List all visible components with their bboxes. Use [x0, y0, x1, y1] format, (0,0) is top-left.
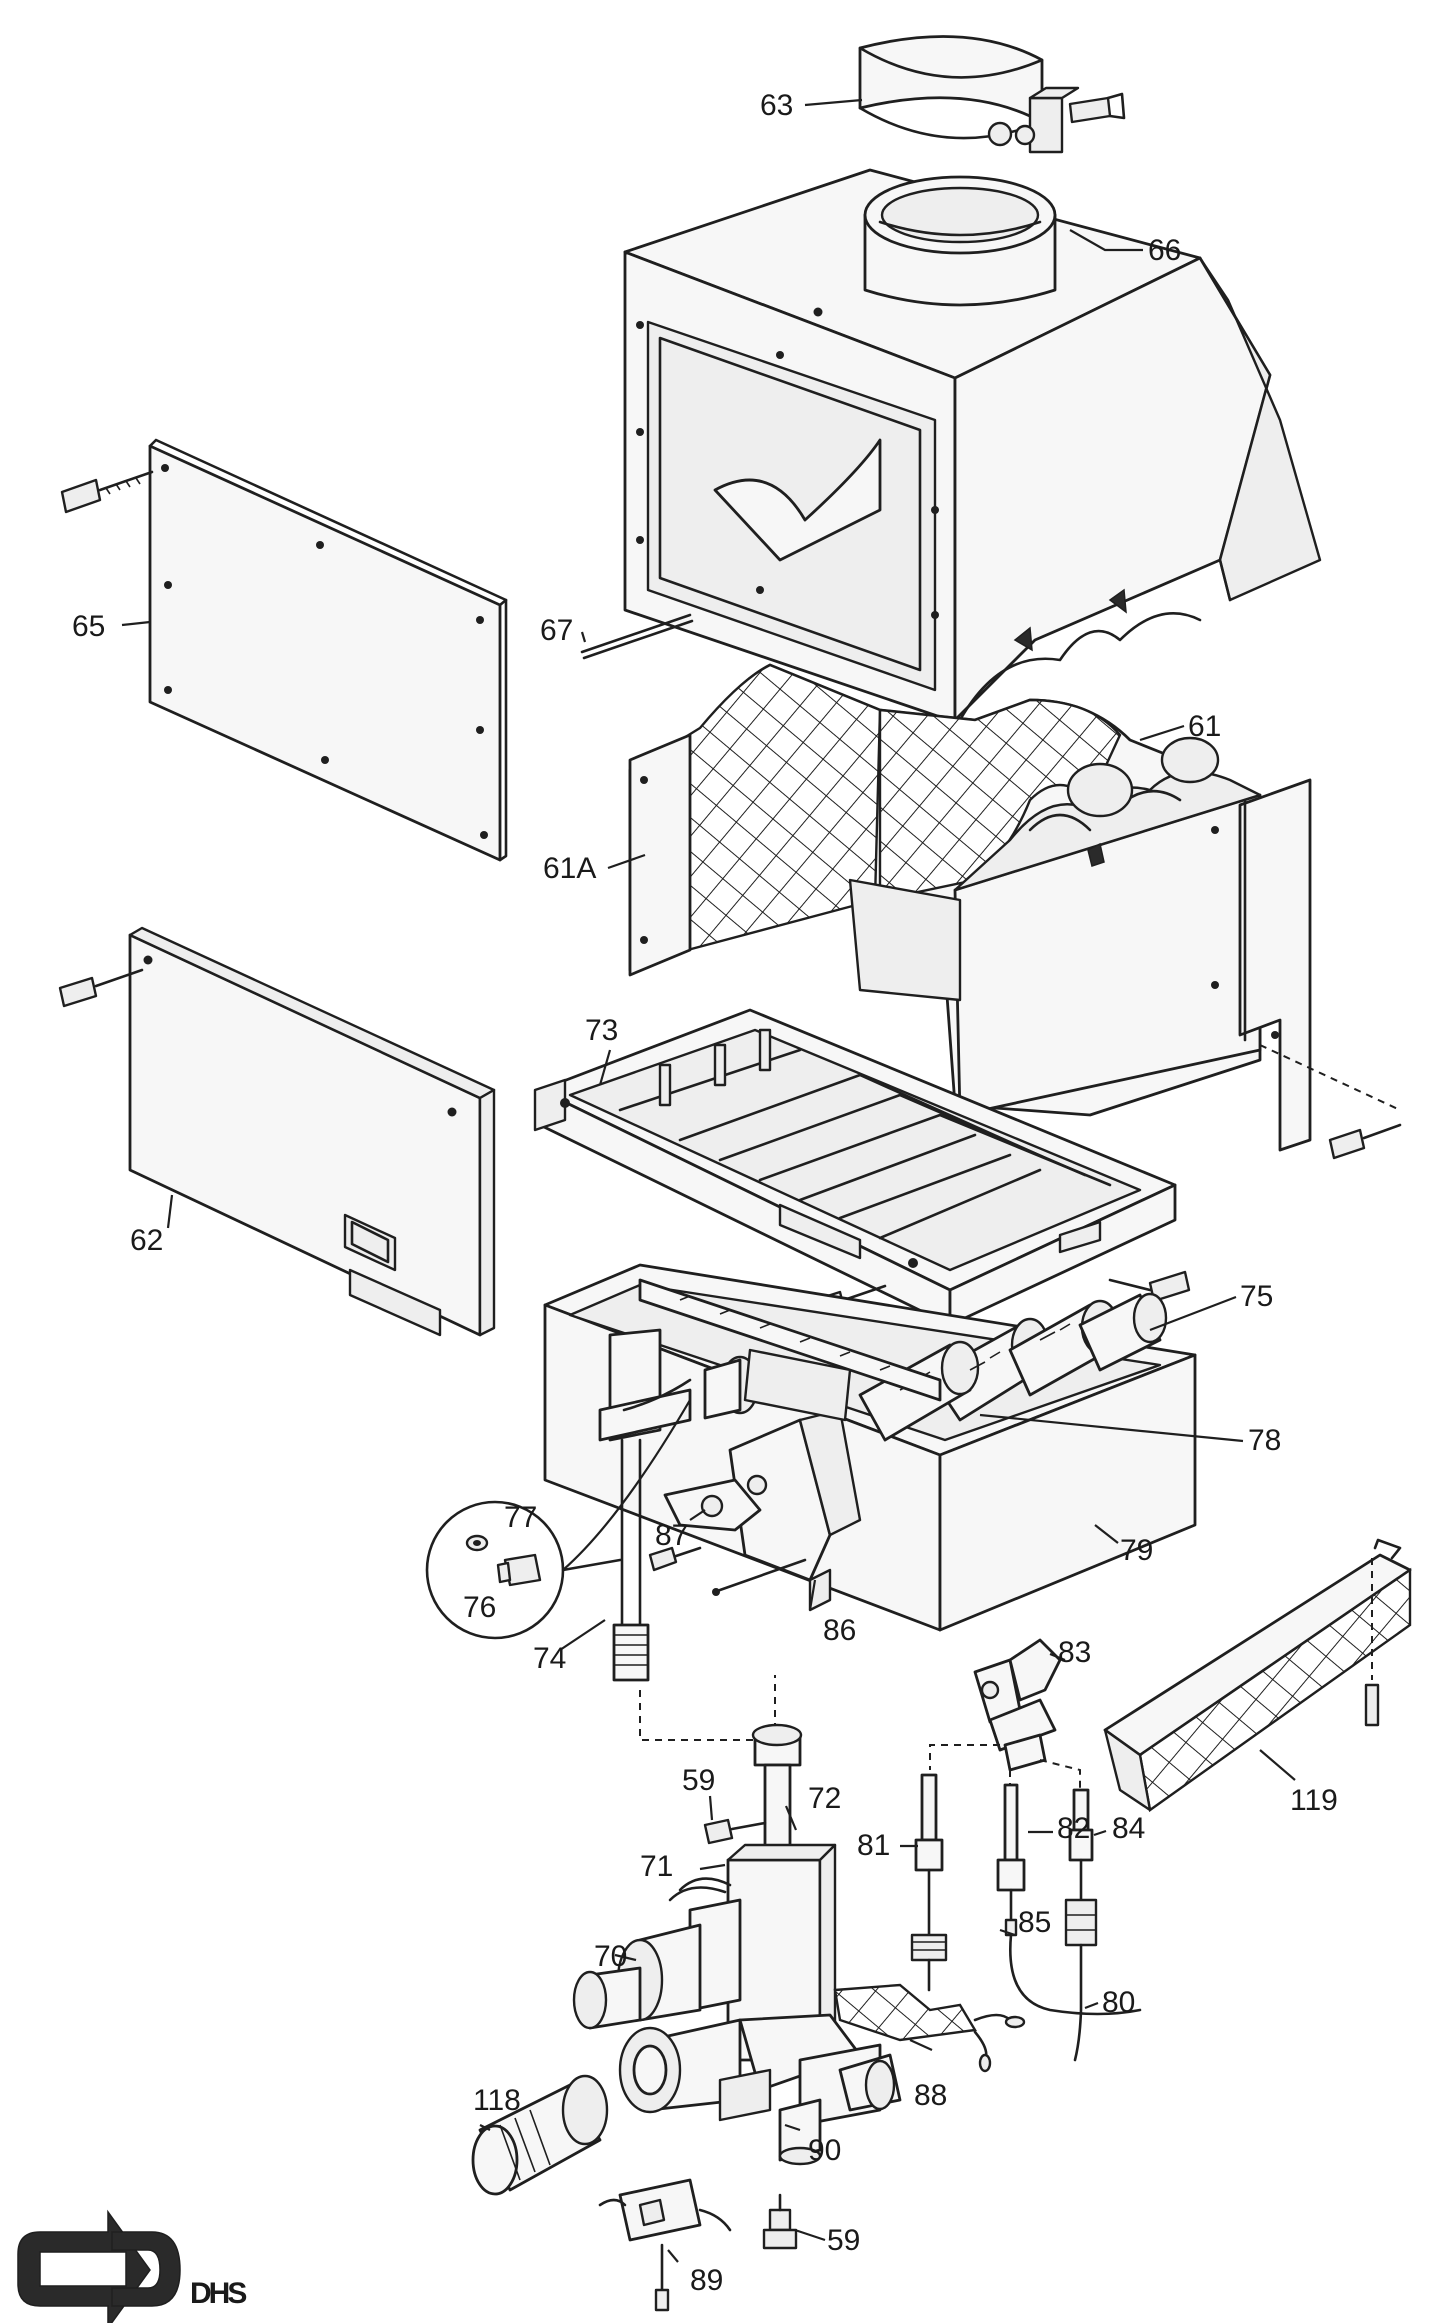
burner-tray-73	[533, 1008, 1191, 1327]
front-cover-62	[58, 926, 496, 1337]
part-labels: 63 66 65 67 61 61A 73 62 75 78 79 77 76 …	[72, 89, 1338, 2297]
label-86: 86	[823, 1614, 856, 1647]
dhs-logo: DHS	[17, 2209, 249, 2323]
label-71: 71	[640, 1850, 673, 1883]
pilot-injector-84	[1064, 1788, 1098, 2062]
label-59-upper: 59	[682, 1764, 715, 1797]
label-59-lower: 59	[827, 2224, 860, 2257]
label-65: 65	[72, 610, 105, 643]
label-62: 62	[130, 1224, 163, 1257]
leader-lines	[121, 98, 1296, 2263]
label-80: 80	[1102, 1986, 1135, 2019]
label-90: 90	[808, 2134, 841, 2167]
microswitch-89	[598, 2178, 732, 2312]
draught-diverter-66	[623, 168, 1322, 724]
dhs-logo-text: DHS	[190, 2277, 246, 2310]
label-119: 119	[1290, 1784, 1338, 1817]
wiring-loom-88	[833, 1983, 1026, 2073]
label-84: 84	[1112, 1812, 1145, 1845]
heat-exchanger-61	[628, 663, 1402, 1160]
label-74: 74	[533, 1642, 566, 1675]
label-82: 82	[1057, 1812, 1090, 1845]
label-81: 81	[857, 1829, 890, 1862]
label-70: 70	[594, 1940, 627, 1973]
cover-plate-65	[60, 438, 508, 862]
label-72: 72	[808, 1782, 841, 1815]
tap-knob-118	[471, 2074, 609, 2196]
label-83: 83	[1058, 1636, 1091, 1669]
rod-67	[580, 613, 694, 660]
label-75: 75	[1240, 1280, 1273, 1313]
label-61: 61	[1188, 710, 1221, 743]
label-78: 78	[1248, 1424, 1281, 1457]
flue-clamp-63	[858, 35, 1126, 154]
label-76: 76	[463, 1591, 496, 1624]
label-66: 66	[1148, 234, 1181, 267]
mesh-shield-119	[1103, 1538, 1412, 1813]
electrode-82	[996, 1783, 1142, 2016]
gas-valve-71	[572, 1723, 902, 2166]
label-79: 79	[1120, 1534, 1153, 1567]
burner-box-79	[543, 1263, 1197, 1632]
label-67: 67	[540, 614, 573, 647]
pilot-assembly-83	[929, 1638, 1081, 1790]
label-73: 73	[585, 1014, 618, 1047]
label-77: 77	[504, 1501, 537, 1534]
label-88: 88	[914, 2079, 947, 2112]
label-61A: 61A	[543, 852, 596, 885]
label-87: 87	[655, 1519, 688, 1552]
test-nipple-59-lower	[762, 2193, 798, 2250]
thermocouple-81	[910, 1773, 948, 1992]
label-85: 85	[1018, 1906, 1051, 1939]
gas-pipe-74	[562, 1378, 776, 1741]
label-118: 118	[473, 2084, 521, 2117]
label-63: 63	[760, 89, 793, 122]
label-89: 89	[690, 2264, 723, 2297]
